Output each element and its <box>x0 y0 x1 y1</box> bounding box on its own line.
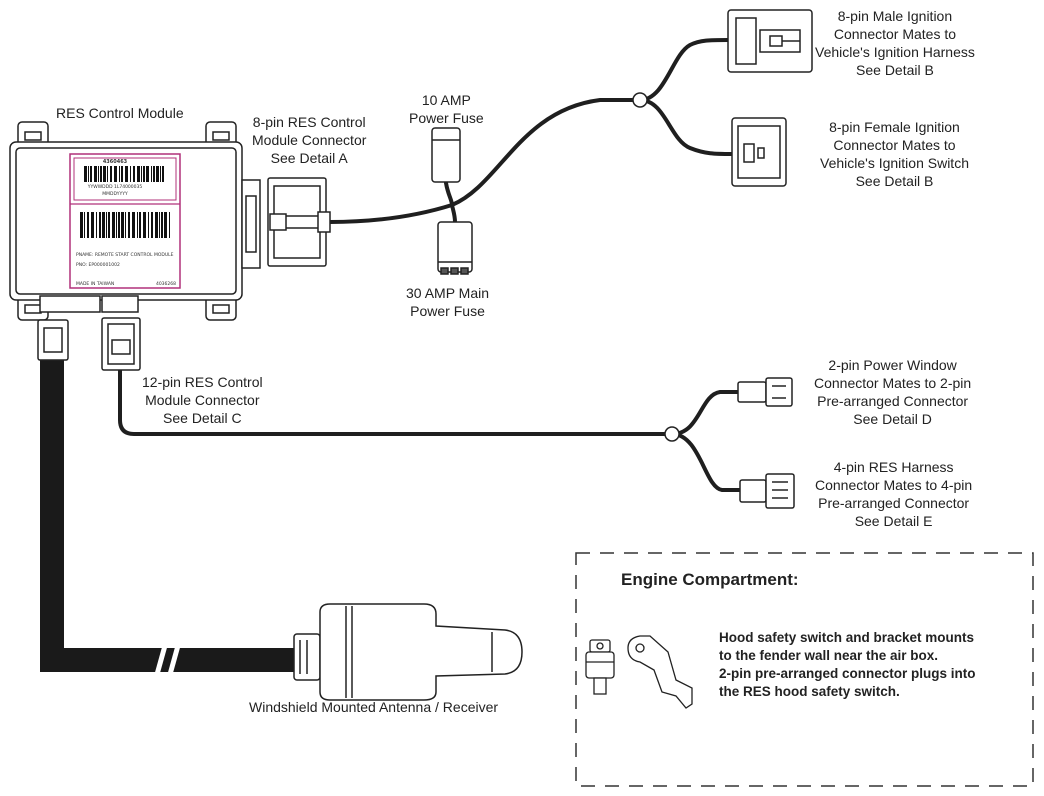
power-window-label: 2-pin Power Window Connector Mates to 2-… <box>814 357 972 427</box>
antenna-module-connector <box>37 319 69 361</box>
module-label-sticker: 4360463 YYWWDDD 1L74000035 MMDDYYYY PNAM… <box>69 153 181 289</box>
wire-res8-to-junction <box>328 98 642 224</box>
barcode-bottom <box>80 212 170 238</box>
antenna-receiver <box>293 603 523 701</box>
wire-female-ign <box>638 98 734 156</box>
power-window-2pin-connector <box>737 377 793 407</box>
male-ignition-connector <box>727 9 813 73</box>
res-8pin-connector <box>267 177 331 267</box>
label-line2: MMDDYYYY <box>102 191 128 197</box>
label-code: 4036268 <box>156 281 176 287</box>
label-pname: PNAME: REMOTE START CONTROL MODULE <box>76 252 174 258</box>
cable-break-right <box>166 641 182 679</box>
label-part-no: 4360463 <box>103 159 128 165</box>
fuse-30amp <box>437 221 473 275</box>
fuse-30amp-label: 30 AMP Main Power Fuse <box>406 285 490 319</box>
barcode-top <box>84 166 164 182</box>
wire-4pin <box>670 432 742 492</box>
upper-junction <box>632 92 648 108</box>
label-line1: YYWWDDD 1L74000035 <box>87 184 143 190</box>
antenna-label: Windshield Mounted Antenna / Receiver <box>249 699 499 715</box>
engine-compartment-title: Engine Compartment: <box>621 570 799 589</box>
lower-junction <box>664 426 680 442</box>
label-pno: PNO: EP000001002 <box>76 262 120 268</box>
wire-fuse10 <box>444 181 454 207</box>
wire-male-ign <box>638 38 730 102</box>
label-made: MADE IN TAIWAN <box>76 281 114 287</box>
res-module-label: RES Control Module <box>56 105 184 121</box>
wire-res12-to-junction <box>118 368 674 436</box>
fuse-10amp <box>431 127 461 183</box>
res-harness-label: 4-pin RES Harness Connector Mates to 4-p… <box>815 459 973 529</box>
wire-fuse30 <box>450 203 457 224</box>
fuse-10amp-label: 10 AMP Power Fuse <box>409 92 484 126</box>
cable-break-left <box>153 641 169 679</box>
female-ignition-label: 8-pin Female Ignition Connector Mates to… <box>820 119 969 189</box>
female-ignition-connector <box>731 117 787 187</box>
hood-safety-switch <box>585 639 615 695</box>
antenna-cable <box>40 358 296 672</box>
engine-compartment-box <box>575 552 1034 787</box>
engine-compartment-description: Hood safety switch and bracket mounts to… <box>719 630 976 699</box>
res-12pin-label: 12-pin RES Control Module Connector See … <box>142 374 263 426</box>
res-8pin-label: 8-pin RES Control Module Connector See D… <box>252 114 367 166</box>
res-harness-4pin-connector <box>739 473 795 509</box>
wire-2pin <box>670 390 740 436</box>
res-12pin-connector <box>101 317 141 371</box>
male-ignition-label: 8-pin Male Ignition Connector Mates to V… <box>815 8 975 78</box>
hood-switch-bracket <box>627 635 693 709</box>
